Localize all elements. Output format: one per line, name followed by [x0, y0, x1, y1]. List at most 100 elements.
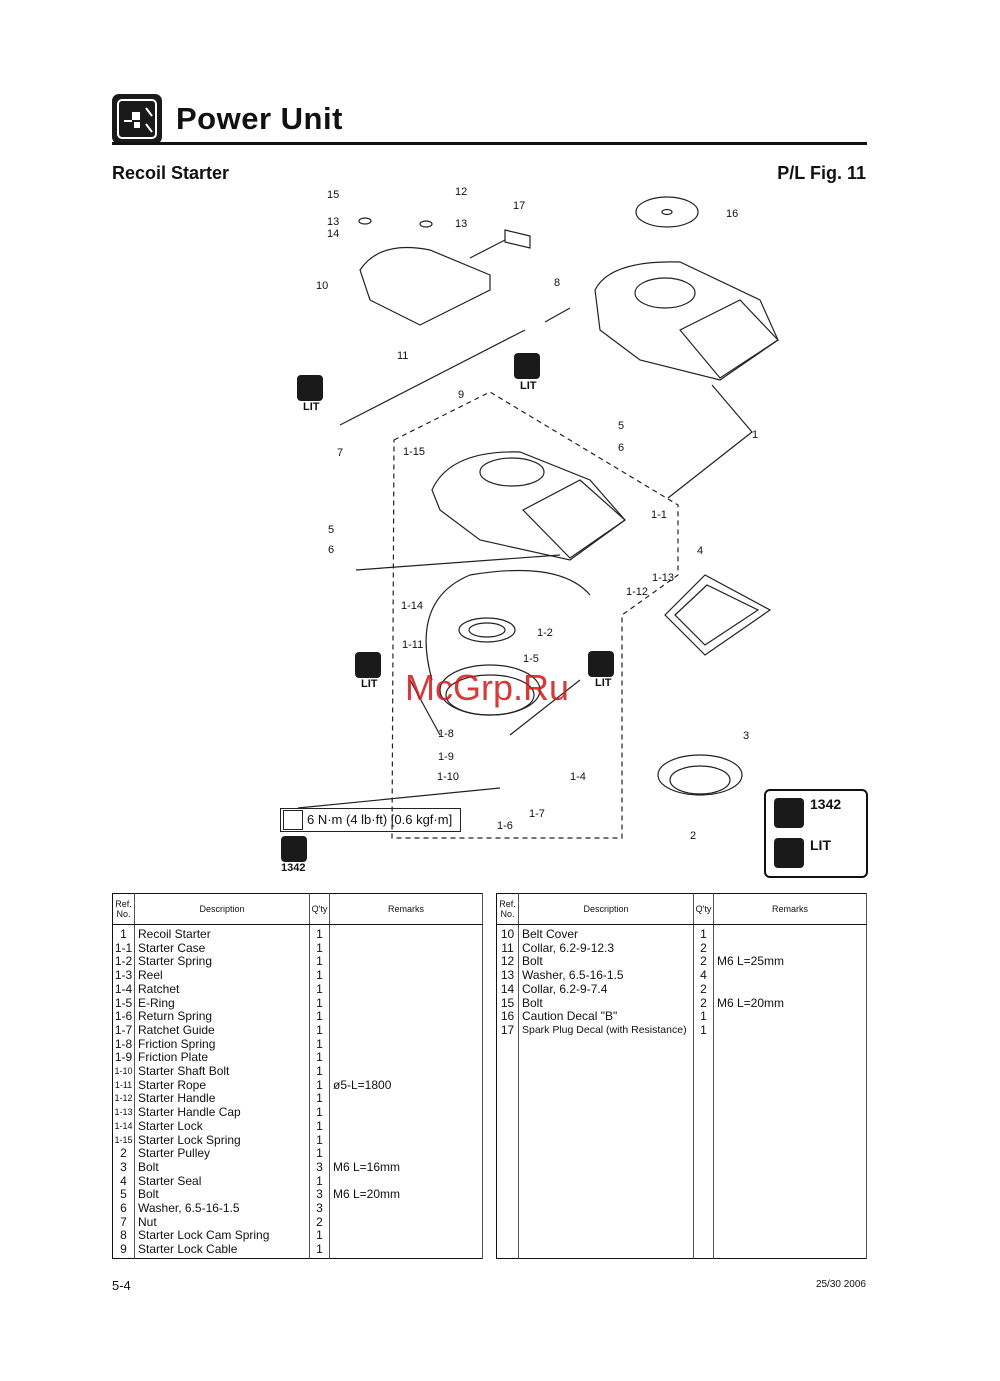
callout-5: 5 [618, 420, 625, 432]
part-ref: 1-13 [112, 1106, 135, 1120]
torque-wrench-icon [283, 810, 303, 830]
table-filler-row [496, 1037, 867, 1259]
part-ref: 14 [496, 982, 519, 997]
part-ref: 11 [496, 941, 519, 956]
part-qty: 1 [309, 996, 330, 1011]
col-ref: Ref. No. [496, 893, 519, 925]
part-description: Starter Handle [134, 1092, 310, 1107]
part-remarks [713, 982, 867, 997]
callout-8: 8 [554, 277, 561, 289]
lit-label: LIT [303, 401, 320, 413]
part-description: Nut [134, 1215, 310, 1230]
part-qty: 1 [309, 1133, 330, 1148]
part-remarks [329, 1133, 483, 1148]
part-description: Recoil Starter [134, 924, 310, 942]
callout-16: 16 [726, 208, 739, 220]
empty-cell [309, 1256, 330, 1259]
callout-6: 6 [618, 442, 625, 454]
watermark: McGrp.Ru [405, 667, 570, 708]
part-remarks [713, 969, 867, 983]
part-ref: 1-2 [112, 955, 135, 970]
part-qty: 1 [309, 1119, 330, 1134]
empty-cell [134, 1256, 310, 1259]
col-description: Description [518, 893, 694, 925]
part-qty: 1 [309, 1010, 330, 1024]
part-ref: 1-11 [112, 1078, 135, 1093]
part-qty: 1 [309, 1105, 330, 1120]
part-qty: 1 [309, 1037, 330, 1052]
part-qty: 2 [309, 1215, 330, 1230]
part-remarks [329, 1215, 483, 1230]
callout-15: 15 [327, 189, 340, 201]
part-description: Starter Pulley [134, 1147, 310, 1161]
part-qty: 3 [309, 1201, 330, 1216]
part-description: Collar, 6.2-9-12.3 [518, 941, 694, 956]
adhesive-label: 1342 [281, 862, 306, 874]
lubricant-icon [514, 353, 540, 379]
callout-1-13: 1-13 [652, 572, 675, 584]
part-qty: 3 [309, 1188, 330, 1203]
part-remarks [329, 955, 483, 970]
part-description: Friction Spring [134, 1037, 310, 1052]
col-ref: Ref. No. [112, 893, 135, 925]
part-remarks [329, 996, 483, 1011]
part-remarks [329, 982, 483, 997]
part-ref: 2 [112, 1147, 135, 1161]
callout-9: 9 [458, 389, 465, 401]
part-description: Ratchet Guide [134, 1023, 310, 1038]
callout-10: 10 [316, 280, 329, 292]
part-ref: 1-5 [112, 996, 135, 1011]
part-remarks [713, 924, 867, 942]
callout-11: 11 [397, 350, 409, 362]
part-description: Starter Lock Spring [134, 1133, 310, 1148]
part-remarks [329, 941, 483, 956]
part-remarks [329, 1147, 483, 1161]
part-qty: 1 [309, 924, 330, 942]
part-ref: 1 [112, 924, 135, 942]
part-qty: 1 [309, 1174, 330, 1189]
part-remarks [329, 1202, 483, 1216]
figure-label: P/L Fig. 11 [777, 163, 866, 183]
part-qty: 2 [693, 982, 714, 997]
power-unit-icon [112, 94, 162, 144]
callout-1-14: 1-14 [401, 600, 424, 612]
exploded-diagram [297, 196, 779, 839]
callout-13: 13 [455, 218, 468, 230]
part-ref: 3 [112, 1160, 135, 1175]
empty-cell [713, 1037, 867, 1259]
part-remarks [713, 1023, 867, 1038]
part-remarks [329, 1106, 483, 1120]
part-remarks [329, 1065, 483, 1079]
part-ref: 9 [112, 1242, 135, 1257]
part-description: Starter Seal [134, 1174, 310, 1189]
callout-14: 14 [327, 228, 340, 240]
part-remarks [329, 1037, 483, 1052]
part-qty: 1 [309, 968, 330, 983]
legend-box: 1342 LIT [764, 789, 868, 878]
callout-17: 17 [513, 200, 526, 212]
part-ref: 7 [112, 1215, 135, 1230]
callout-1-12: 1-12 [626, 586, 649, 598]
col-remarks: Remarks [329, 893, 483, 925]
lit-label: LIT [520, 380, 537, 392]
lubricant-icon [297, 375, 323, 401]
part-qty: 1 [309, 941, 330, 956]
part-qty: 1 [309, 1064, 330, 1079]
part-ref: 1-9 [112, 1051, 135, 1066]
part-qty: 2 [693, 955, 714, 970]
empty-cell [329, 1256, 483, 1259]
part-description: Starter Handle Cap [134, 1105, 310, 1120]
lubricant-icon [774, 838, 804, 868]
